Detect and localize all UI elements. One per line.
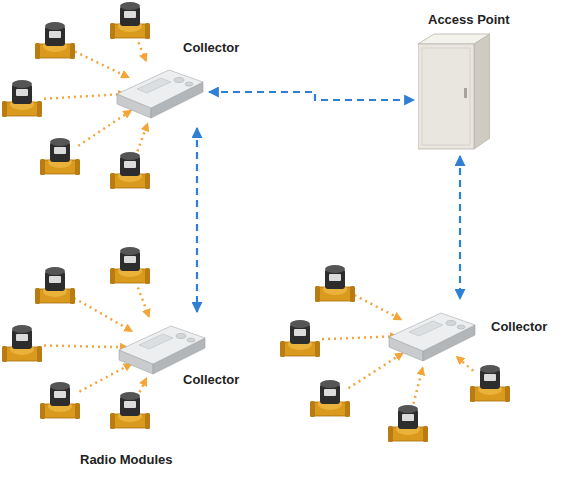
collector: Collector [113,62,205,122]
network-link [209,92,414,100]
collector: Collector [385,305,477,365]
radio-link-arrow [79,364,131,392]
water-meter [40,382,80,419]
radio-link-arrow [355,295,401,319]
radio-link-arrow [75,52,129,78]
water-meter [35,267,75,304]
collector-icon [385,305,477,365]
radio-link-arrow [44,345,127,347]
water-meter [35,22,75,59]
water-meter [2,80,42,117]
node-label: Collector [183,40,239,56]
radio-link-arrow [78,111,130,146]
radio-link-arrow [138,288,149,317]
radio-link-arrow [74,298,131,331]
cabinet-icon [418,32,490,150]
radio-link-arrow [137,124,147,151]
water-meter [470,365,510,402]
node-label: Collector [183,372,239,388]
group-label: Radio Modules [80,452,172,468]
network-link [459,156,461,299]
water-meter [40,138,80,175]
radio-link-arrow [457,357,473,371]
radio-link-arrow [44,94,125,99]
collector-icon [115,318,207,378]
water-meter [315,265,355,302]
network-link [196,128,198,312]
radio-link-arrow [413,368,422,404]
collector: Collector [115,318,207,378]
radio-link-arrow [138,42,146,60]
node-label: Collector [491,319,547,335]
water-meter [2,325,42,362]
collector-icon [113,62,205,122]
water-meter [110,152,150,189]
radio-link-arrow [322,336,397,339]
water-meter [388,405,428,442]
water-meter [110,392,150,429]
water-meter [110,247,150,284]
water-meter [310,380,350,417]
access-point: Access Point [418,32,490,150]
water-meter [280,320,320,357]
radio-link-arrow [140,379,147,393]
node-label: Access Point [428,12,510,28]
water-meter [110,2,150,39]
radio-link-arrow [349,353,403,388]
